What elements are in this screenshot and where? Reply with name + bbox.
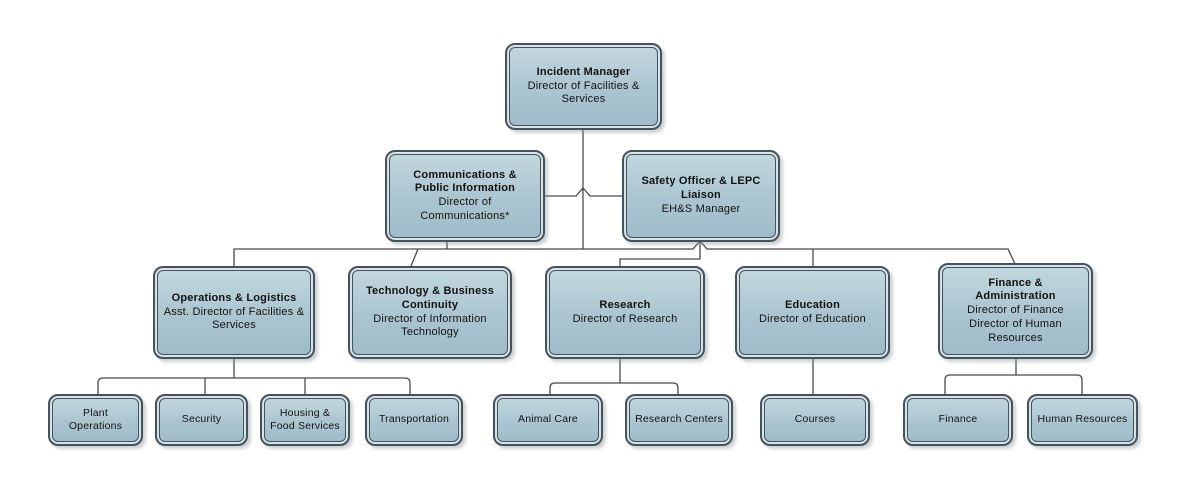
node-title: Transportation [378, 413, 450, 426]
node-title: Security [181, 413, 222, 426]
node-title: Research Centers [635, 413, 723, 426]
node-housing-food-services[interactable]: Housing & Food Services [260, 394, 350, 446]
node-body: Safety Officer & LEPC Liaison EH&S Manag… [626, 154, 776, 238]
node-body: Housing & Food Services [264, 398, 346, 442]
node-title: Finance [938, 413, 978, 426]
node-body: Operations & Logistics Asst. Director of… [157, 270, 311, 355]
node-body: Plant Operations [52, 398, 139, 442]
node-education[interactable]: Education Director of Education [735, 266, 890, 359]
node-human-resources[interactable]: Human Resources [1027, 394, 1138, 446]
node-courses[interactable]: Courses [760, 394, 870, 446]
node-title: Finance & Administration [975, 276, 1056, 303]
node-subtitle: Director of Communications* [420, 196, 510, 222]
node-title: Human Resources [1037, 413, 1128, 426]
node-subtitle: Asst. Director of Facilities & Services [163, 305, 305, 332]
node-title: Safety Officer & LEPC Liaison [641, 175, 761, 202]
node-title: Incident Manager [536, 65, 631, 78]
node-body: Incident Manager Director of Facilities … [509, 47, 658, 126]
node-finance-administration[interactable]: Finance & Administration Director of Fin… [938, 263, 1093, 359]
node-body: Finance [907, 398, 1009, 442]
connector-main-bus-with-hop [233, 240, 1017, 267]
connector-finance-children-bus [944, 374, 1083, 394]
node-body: Research Director of Research [549, 270, 701, 355]
node-research[interactable]: Research Director of Research [545, 266, 705, 359]
node-title: Research [599, 298, 651, 311]
node-title: Operations & Logistics [171, 291, 297, 304]
node-body: Animal Care [497, 398, 599, 442]
node-body: Courses [764, 398, 866, 442]
node-subtitle: Director of Education [759, 312, 866, 325]
node-body: Technology & Business Continuity Directo… [352, 270, 508, 355]
node-research-centers[interactable]: Research Centers [625, 394, 733, 446]
node-finance[interactable]: Finance [903, 394, 1013, 446]
connector-safety-to-research [619, 242, 701, 266]
node-body: Transportation [369, 398, 459, 442]
node-body: Security [159, 398, 244, 442]
node-security[interactable]: Security [155, 394, 248, 446]
node-subtitle: Director of Information Technology [373, 312, 487, 339]
node-title: Plant Operations [68, 406, 123, 432]
node-animal-care[interactable]: Animal Care [493, 394, 603, 446]
connector-research-children-bus [549, 382, 679, 394]
connector-level2-link-with-hop [545, 187, 622, 197]
node-title: Housing & Food Services [270, 406, 340, 432]
node-body: Finance & Administration Director of Fin… [942, 267, 1089, 355]
node-subtitle: EH&S Manager [661, 202, 741, 215]
node-title: Courses [794, 413, 836, 426]
node-transportation[interactable]: Transportation [365, 394, 463, 446]
node-plant-operations[interactable]: Plant Operations [48, 394, 143, 446]
node-technology-business-continuity[interactable]: Technology & Business Continuity Directo… [348, 266, 512, 359]
node-communications-public-information[interactable]: Communications & Public Information Dire… [385, 150, 545, 242]
node-body: Education Director of Education [739, 270, 886, 355]
node-body: Research Centers [629, 398, 729, 442]
node-safety-officer-lepc-liaison[interactable]: Safety Officer & LEPC Liaison EH&S Manag… [622, 150, 780, 242]
connector-technology-stub [410, 248, 419, 267]
node-body: Human Resources [1031, 398, 1134, 442]
node-subtitle: Director of Research [572, 312, 678, 325]
node-incident-manager[interactable]: Incident Manager Director of Facilities … [505, 43, 662, 130]
node-title: Communications & Public Information [413, 168, 517, 195]
connector-operations-children-bus [97, 377, 411, 394]
node-body: Communications & Public Information Dire… [389, 154, 541, 238]
node-title: Animal Care [518, 413, 578, 426]
node-title: Education [785, 298, 840, 311]
node-subtitle: Director of Facilities & Services [527, 79, 640, 106]
node-operations-logistics[interactable]: Operations & Logistics Asst. Director of… [153, 266, 315, 359]
node-subtitle: Director of Finance Director of Human Re… [967, 304, 1064, 344]
node-title: Technology & Business Continuity [365, 285, 495, 311]
